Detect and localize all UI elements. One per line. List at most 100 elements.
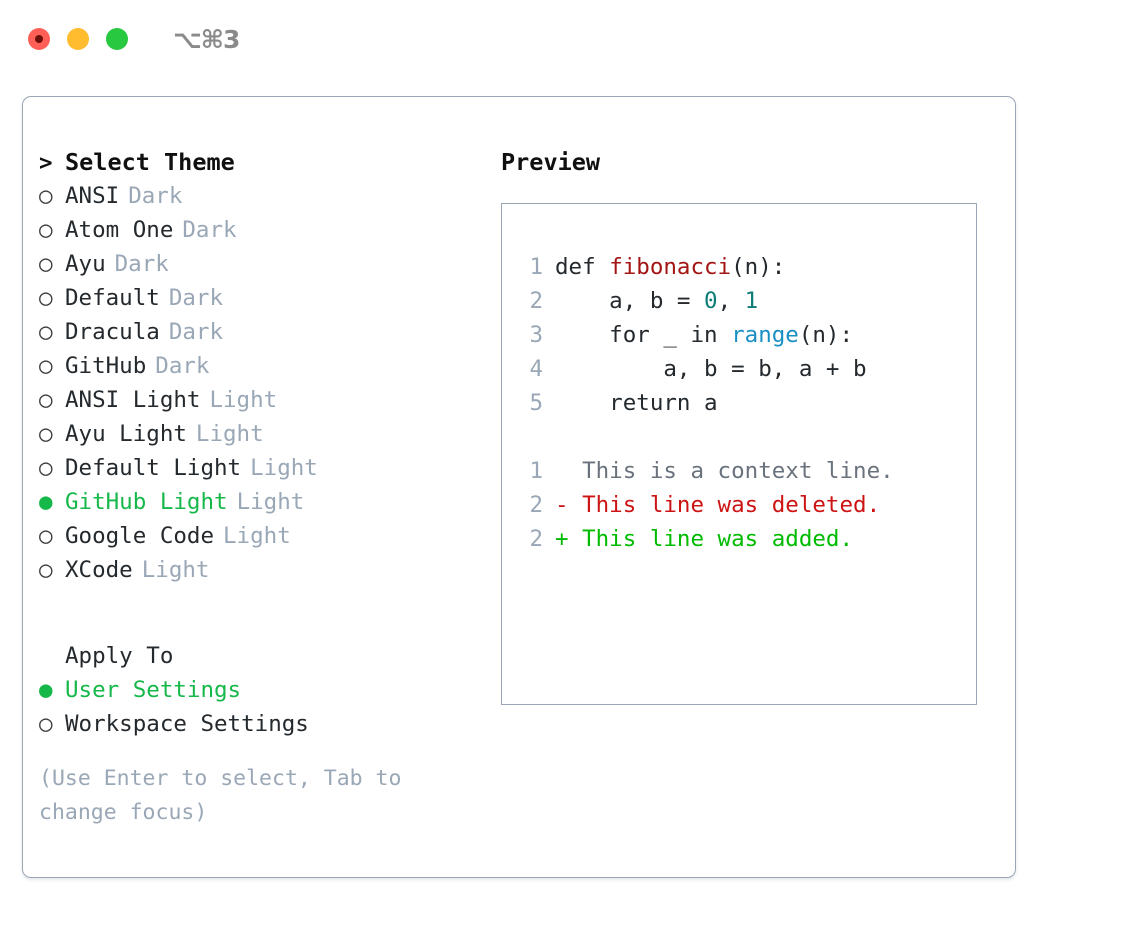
radio-unselected-icon: ○	[39, 387, 53, 413]
title-bar: ⌥⌘3	[0, 0, 1140, 78]
radio-unselected-icon: ○	[39, 319, 53, 345]
section-spacer	[39, 587, 489, 639]
theme-variant-tag: Light	[223, 523, 291, 549]
code-line: 1 def fibonacci(n):	[502, 250, 976, 284]
theme-name: Ayu Light	[65, 421, 187, 447]
theme-name: Atom One	[65, 217, 174, 243]
diff-text: This line was deleted.	[582, 492, 881, 518]
theme-name: Dracula	[65, 319, 160, 345]
diff-line: 2+ This line was added.	[502, 522, 976, 556]
theme-name: XCode	[65, 557, 133, 583]
apply-to-label: Workspace Settings	[65, 711, 309, 737]
radio-unselected-icon: ○	[39, 217, 53, 243]
theme-list-item[interactable]: ○ GitHub Dark	[39, 349, 489, 383]
theme-variant-tag: Dark	[168, 285, 224, 311]
theme-picker-header: > Select Theme	[39, 145, 489, 179]
theme-variant-tag: Light	[236, 489, 305, 515]
code-line-content: a, b = b, a + b	[555, 352, 866, 386]
code-token: fibonacci	[609, 254, 732, 280]
theme-variant-tag: Light	[250, 455, 318, 481]
minimize-window-button[interactable]	[67, 28, 89, 50]
code-token: def	[555, 254, 610, 280]
code-line-content: a, b = 0, 1	[555, 284, 758, 318]
preview-title: Preview	[501, 148, 601, 176]
line-number: 1	[529, 458, 543, 484]
theme-name: ANSI Light	[65, 387, 201, 413]
keyboard-shortcut-label: ⌥⌘3	[173, 24, 240, 54]
keyboard-hint-text: (Use Enter to select, Tab to change focu…	[39, 766, 402, 825]
theme-name: GitHub	[65, 353, 147, 379]
radio-unselected-icon: ○	[39, 421, 53, 447]
code-line-content: return a	[555, 386, 718, 420]
theme-name: Default	[65, 285, 160, 311]
theme-list-item[interactable]: ● GitHub Light Light	[39, 485, 489, 519]
code-token: for _ in	[555, 322, 732, 348]
radio-unselected-icon: ○	[39, 251, 53, 277]
code-token: ,	[717, 288, 745, 314]
radio-unselected-icon: ○	[39, 183, 53, 209]
radio-unselected-icon: ○	[39, 455, 53, 481]
theme-variant-tag: Dark	[128, 183, 183, 209]
theme-variant-tag: Light	[209, 387, 278, 413]
code-line-content: def fibonacci(n):	[555, 250, 785, 284]
diff-sample: 1 This is a context line.2- This line wa…	[502, 454, 976, 556]
code-token: 1	[744, 288, 759, 314]
radio-unselected-icon: ○	[39, 285, 53, 311]
radio-selected-icon: ●	[39, 489, 53, 515]
theme-variant-tag: Dark	[155, 353, 210, 379]
code-line: 5 return a	[502, 386, 976, 420]
theme-name: Google Code	[65, 523, 215, 549]
caret-icon: >	[39, 150, 53, 176]
code-token: return a	[555, 390, 718, 416]
traffic-light-group	[28, 28, 128, 50]
diff-marker	[555, 454, 582, 488]
close-window-button[interactable]	[28, 28, 50, 50]
diff-text: This is a context line.	[582, 458, 894, 484]
apply-to-item[interactable]: ○Workspace Settings	[39, 707, 489, 741]
theme-list-item[interactable]: ○ ANSI Light Light	[39, 383, 489, 417]
theme-name: ANSI	[65, 183, 120, 209]
theme-list-item[interactable]: ○ Dracula Dark	[39, 315, 489, 349]
apply-to-title: Apply To	[65, 643, 174, 669]
theme-variant-tag: Dark	[168, 319, 224, 345]
theme-variant-tag: Dark	[182, 217, 237, 243]
line-number: 2	[529, 492, 543, 518]
theme-picker-title: Select Theme	[65, 148, 235, 176]
theme-name: Default Light	[65, 455, 242, 481]
diff-line: 2- This line was deleted.	[502, 488, 976, 522]
theme-list-item[interactable]: ○ Default Light Light	[39, 451, 489, 485]
radio-unselected-icon: ○	[39, 557, 53, 583]
line-number: 1	[529, 254, 543, 280]
theme-list-item[interactable]: ○ Google Code Light	[39, 519, 489, 553]
radio-unselected-icon: ○	[39, 523, 53, 549]
theme-list-item[interactable]: ○ ANSI Dark	[39, 179, 489, 213]
diff-line: 1 This is a context line.	[502, 454, 976, 488]
line-number: 3	[529, 322, 543, 348]
code-token: (n):	[731, 254, 786, 280]
apply-to-item[interactable]: ●User Settings	[39, 673, 489, 707]
code-line: 2 a, b = 0, 1	[502, 284, 976, 318]
diff-marker: -	[555, 492, 583, 518]
radio-unselected-icon: ○	[39, 353, 53, 379]
theme-name: GitHub Light	[65, 489, 228, 515]
code-line: 3 for _ in range(n):	[502, 318, 976, 352]
code-line: 4 a, b = b, a + b	[502, 352, 976, 386]
line-number: 4	[529, 356, 543, 382]
code-line-content: for _ in range(n):	[555, 318, 853, 352]
diff-spacer	[502, 420, 976, 454]
theme-list-item[interactable]: ○ Default Dark	[39, 281, 489, 315]
theme-list-item[interactable]: ○ Atom One Dark	[39, 213, 489, 247]
maximize-window-button[interactable]	[106, 28, 128, 50]
radio-selected-icon: ●	[39, 677, 53, 703]
diff-marker: +	[555, 526, 583, 552]
